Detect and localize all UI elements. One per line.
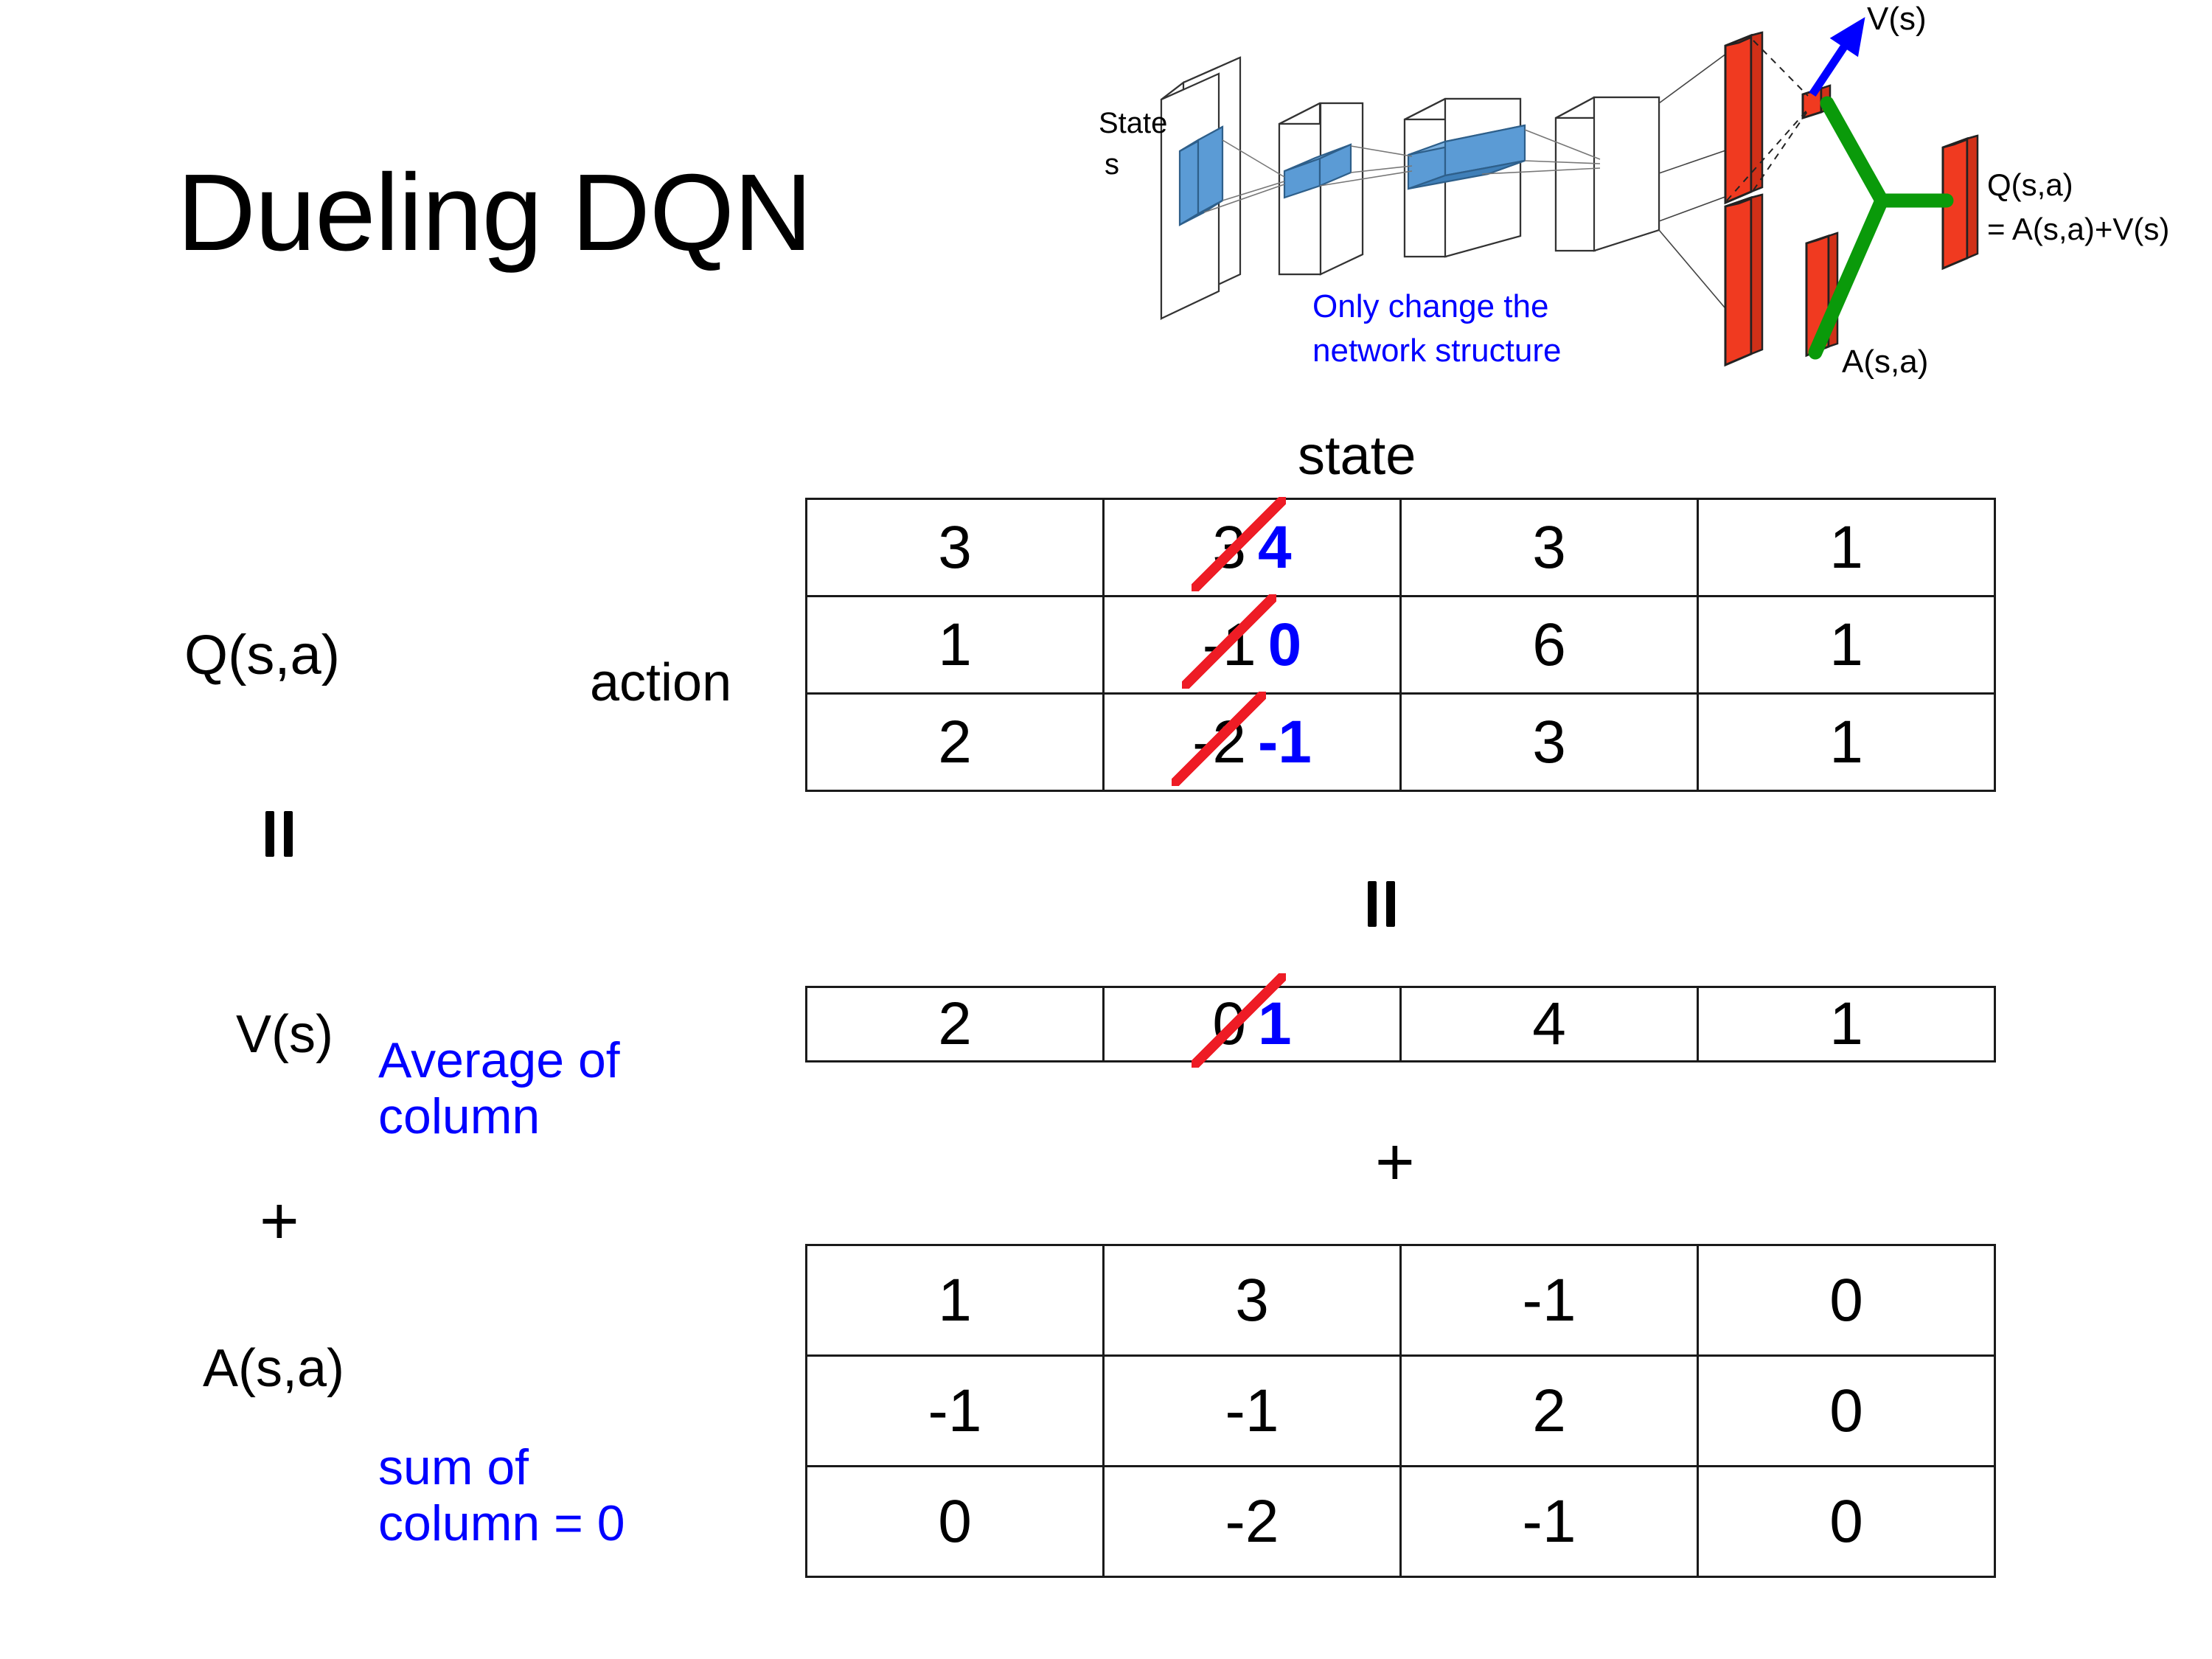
table-cell: 4	[1399, 986, 1699, 1062]
old-value-struck: 0	[1192, 973, 1286, 1068]
table-cell: -1	[805, 1354, 1105, 1467]
table-cell: 0	[1697, 1465, 1996, 1578]
diagram-state-label-1: State	[1099, 107, 1167, 139]
table-cell: 3	[1399, 692, 1699, 792]
table-cell: 1	[1697, 595, 1996, 695]
conv-block-3	[1554, 96, 1660, 252]
table-cell: 3	[1102, 1244, 1402, 1357]
table-cell: 0	[805, 1465, 1105, 1578]
table-cell: -2	[1102, 1465, 1402, 1578]
table-cell: -1	[1399, 1465, 1699, 1578]
value-fan-lines	[1726, 40, 1809, 201]
diagram-note-line-2: network structure	[1312, 333, 1561, 369]
page-title: Dueling DQN	[177, 152, 813, 274]
table-cell: 1	[1697, 498, 1996, 597]
value-arrow	[1809, 17, 1865, 97]
label-v-function: V(s)	[236, 1005, 333, 1064]
table-cell: -1	[1399, 1244, 1699, 1357]
diagram-a-label: A(s,a)	[1842, 344, 1928, 380]
new-value: 0	[1267, 611, 1302, 678]
merge-connector	[1808, 96, 1954, 360]
old-value-struck: 3	[1192, 496, 1286, 591]
table-cell: 1	[1697, 986, 1996, 1062]
conv-filter-3	[1407, 124, 1526, 190]
annotation-average-of-column: Average of column	[378, 1032, 620, 1145]
diagram-v-label: V(s)	[1867, 1, 1927, 37]
table-cell: 3	[1399, 498, 1699, 597]
table-cell-edited: -2-1	[1102, 691, 1402, 792]
table-cell: 0	[1697, 1244, 1996, 1357]
annotation-sum-of-column: sum of column = 0	[378, 1439, 625, 1552]
axis-label-state: state	[1298, 425, 1416, 486]
table-cell: 6	[1399, 595, 1699, 695]
old-value-struck: -2	[1172, 691, 1266, 786]
conv-filter-2	[1283, 143, 1352, 199]
table-cell: 2	[805, 692, 1105, 792]
diagram-q-label-2: = A(s,a)+V(s)	[1987, 212, 2169, 246]
equals-sign-between-tables	[1368, 881, 1395, 927]
conv-filter-1	[1178, 125, 1224, 226]
diagram-note-line-1: Only change the	[1312, 288, 1548, 324]
diagram-q-label-1: Q(s,a)	[1987, 167, 2073, 202]
dueling-network-diagram: State s V(s) A(s,a) Q(s,a) = A(s,a)+V(s)…	[1099, 0, 2212, 413]
advantage-stream-bar	[1724, 193, 1764, 367]
table-cell: 2	[805, 986, 1105, 1062]
plus-sign-left: +	[260, 1183, 299, 1259]
axis-label-action: action	[590, 653, 732, 712]
new-value: 1	[1258, 990, 1292, 1057]
equals-sign-left	[265, 811, 293, 857]
value-stream-bar	[1724, 31, 1764, 205]
table-cell: 1	[805, 1244, 1105, 1357]
new-value: -1	[1258, 708, 1312, 776]
table-cell: 2	[1399, 1354, 1699, 1467]
table-cell: 1	[1697, 692, 1996, 792]
label-a-function: A(s,a)	[203, 1339, 345, 1398]
old-value-struck: -1	[1181, 594, 1276, 689]
table-cell: 0	[1697, 1354, 1996, 1467]
label-q-function: Q(s,a)	[184, 624, 341, 686]
table-cell: 3	[805, 498, 1105, 597]
plus-sign-between-tables: +	[1375, 1124, 1415, 1200]
table-cell: 1	[805, 595, 1105, 695]
q-output-bar	[1941, 134, 1979, 271]
new-value: 4	[1258, 513, 1292, 581]
diagram-state-label-2: s	[1105, 148, 1119, 181]
table-cell: -1	[1102, 1354, 1402, 1467]
network-svg: State s V(s) A(s,a) Q(s,a) = A(s,a)+V(s)…	[1099, 1, 2169, 380]
